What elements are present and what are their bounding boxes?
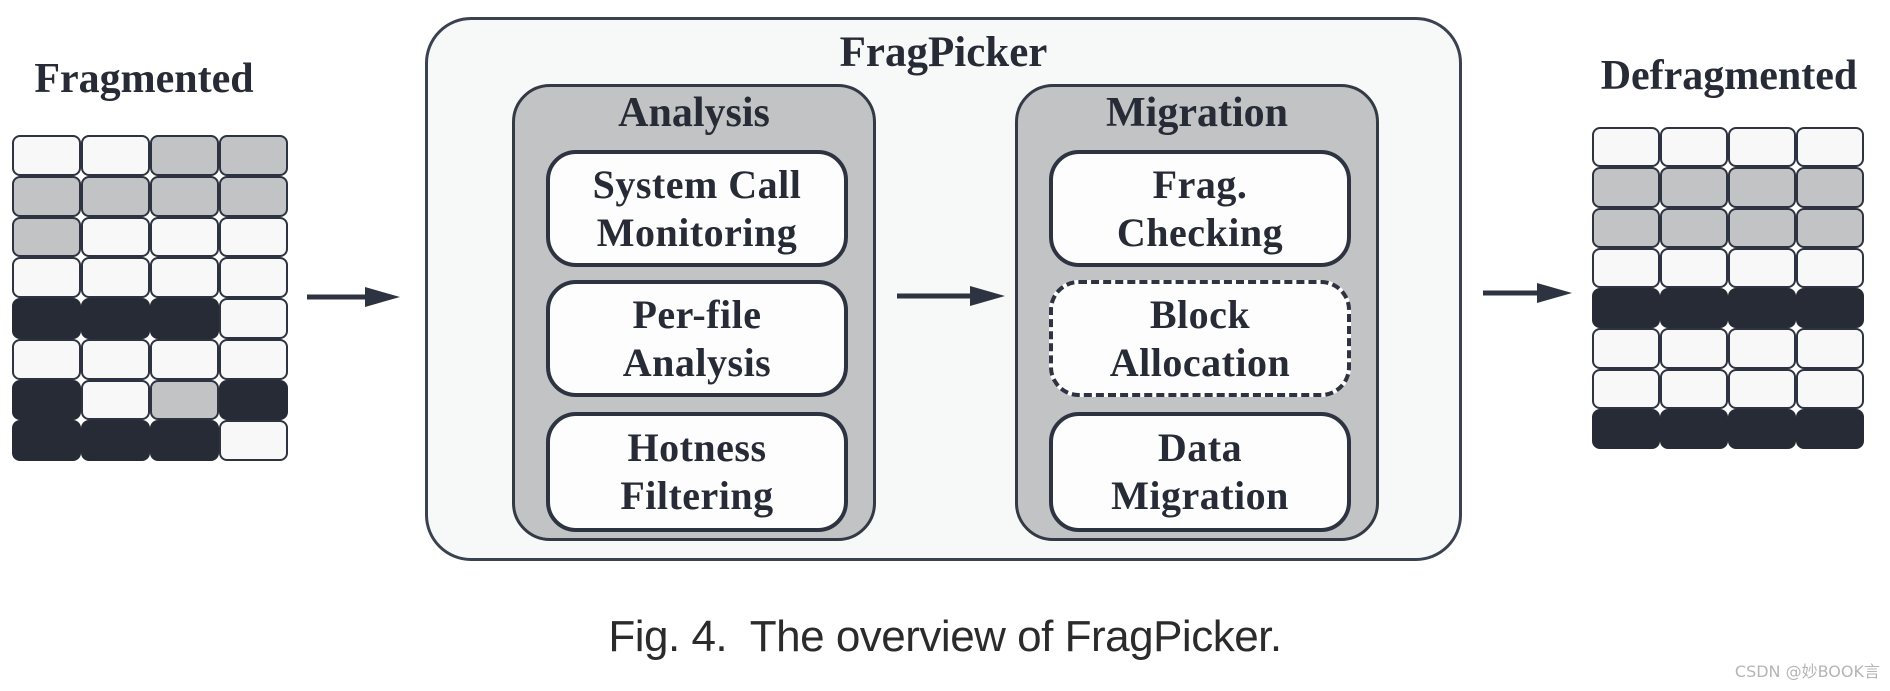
grid-cell-light [1592, 328, 1660, 369]
grid-cell-light [1660, 368, 1728, 409]
grid-cell-gray [1660, 207, 1728, 248]
grid-cell-dark [150, 298, 219, 339]
grid-cell-light [1728, 328, 1796, 369]
grid-cell-light [219, 420, 288, 461]
grid-cell-light [81, 257, 150, 298]
grid-cell-light [1592, 368, 1660, 409]
grid-cell-light [12, 135, 81, 176]
grid-cell-light [1592, 247, 1660, 288]
grid-cell-dark [1592, 408, 1660, 449]
grid-cell-gray [219, 175, 288, 217]
grid-cell-light [12, 257, 81, 298]
grid-cell-light [1796, 328, 1864, 369]
data-migration-box: Data Migration [1049, 412, 1351, 532]
grid-cell-gray [1592, 207, 1660, 248]
system-call-monitoring-box: System Call Monitoring [546, 150, 848, 267]
grid-cell-gray [1592, 167, 1660, 208]
csdn-watermark: CSDN @妙BOOK言 [1734, 662, 1880, 681]
frag-checking-box: Frag. Checking [1049, 150, 1351, 267]
grid-cell-dark [1796, 408, 1864, 449]
grid-cell-light [1728, 247, 1796, 288]
grid-cell-gray [150, 135, 219, 176]
fragmented-grid [12, 135, 288, 461]
grid-cell-gray [12, 216, 81, 258]
figure-caption: Fig. 4. The overview of FragPicker. [608, 612, 1282, 661]
grid-cell-dark [1592, 288, 1660, 329]
fragpicker-title: FragPicker [839, 29, 1048, 76]
grid-cell-dark [12, 420, 81, 461]
grid-cell-light [1660, 328, 1728, 369]
grid-cell-gray [1796, 167, 1864, 208]
grid-cell-gray [81, 175, 150, 217]
grid-cell-dark [1728, 288, 1796, 329]
grid-cell-light [12, 338, 81, 380]
grid-cell-gray [1660, 167, 1728, 208]
grid-cell-gray [1728, 167, 1796, 208]
grid-cell-light [1592, 127, 1660, 168]
grid-cell-dark [81, 298, 150, 339]
grid-cell-dark [219, 379, 288, 421]
grid-cell-light [1660, 127, 1728, 168]
per-file-analysis-box: Per-file Analysis [546, 280, 848, 397]
grid-cell-dark [1728, 408, 1796, 449]
grid-cell-dark [1660, 408, 1728, 449]
grid-cell-gray [12, 175, 81, 217]
analysis-module: Analysis System Call Monitoring Per-file… [512, 84, 876, 541]
grid-cell-gray [219, 135, 288, 176]
grid-cell-light [1728, 368, 1796, 409]
grid-cell-light [219, 338, 288, 380]
analysis-module-title: Analysis [618, 90, 770, 136]
defragmented-label: Defragmented [1600, 53, 1858, 99]
grid-cell-light [150, 216, 219, 258]
grid-cell-dark [12, 379, 81, 421]
grid-cell-dark [12, 298, 81, 339]
hotness-filtering-box: Hotness Filtering [546, 412, 848, 532]
migration-module-title: Migration [1106, 90, 1288, 136]
migration-module: Migration Frag. Checking Block Allocatio… [1015, 84, 1379, 541]
block-allocation-box: Block Allocation [1049, 280, 1351, 397]
grid-cell-light [1660, 247, 1728, 288]
arrow-right-icon [307, 287, 400, 307]
grid-cell-gray [150, 175, 219, 217]
grid-cell-light [1796, 247, 1864, 288]
grid-cell-dark [81, 420, 150, 461]
grid-cell-light [219, 216, 288, 258]
grid-cell-dark [150, 420, 219, 461]
grid-cell-light [219, 257, 288, 298]
arrow-right-icon [897, 286, 1005, 306]
arrow-right-icon [1483, 283, 1572, 303]
grid-cell-light [1796, 368, 1864, 409]
grid-cell-light [1728, 127, 1796, 168]
grid-cell-light [150, 257, 219, 298]
grid-cell-gray [1728, 207, 1796, 248]
grid-cell-light [81, 379, 150, 421]
grid-cell-gray [150, 379, 219, 421]
grid-cell-light [1796, 127, 1864, 168]
fragmented-label: Fragmented [34, 56, 254, 102]
fragpicker-box: FragPicker Analysis System Call Monitori… [425, 17, 1462, 561]
grid-cell-light [81, 216, 150, 258]
grid-cell-gray [1796, 207, 1864, 248]
grid-cell-dark [1796, 288, 1864, 329]
grid-cell-dark [1660, 288, 1728, 329]
grid-cell-light [81, 135, 150, 176]
defragmented-grid [1592, 127, 1864, 449]
grid-cell-light [150, 338, 219, 380]
grid-cell-light [81, 338, 150, 380]
grid-cell-light [219, 298, 288, 339]
